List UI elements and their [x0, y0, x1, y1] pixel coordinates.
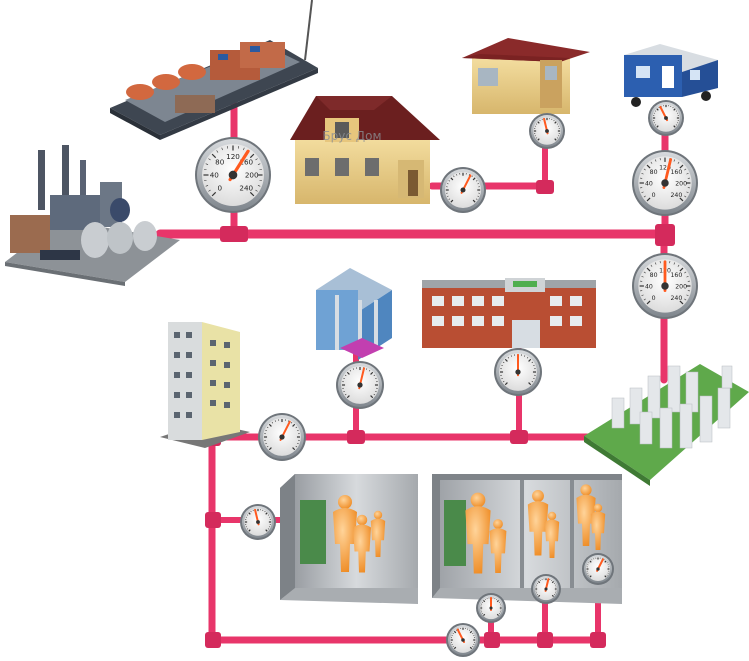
city-district-icon	[584, 364, 749, 486]
gauge-scale-label: 120	[226, 152, 240, 161]
school-building-icon	[422, 278, 596, 348]
garden-house-icon	[462, 38, 590, 114]
cottage-icon: Брус Дом	[290, 96, 440, 204]
gauge-scale-label: 200	[245, 171, 259, 180]
gauge-scale-label: 40	[645, 284, 653, 291]
family-member-icon	[527, 490, 549, 556]
family-member-icon	[544, 511, 560, 558]
family-member-icon	[590, 503, 606, 550]
gauge-icon	[476, 593, 506, 623]
gauge-icon	[258, 413, 306, 461]
door-icon	[444, 500, 466, 566]
pipe-joint	[655, 224, 675, 246]
families	[333, 484, 606, 574]
pipe-joint	[536, 180, 554, 194]
gauge-icon	[648, 100, 684, 136]
gauge-scale-label: 0	[652, 192, 656, 199]
gauge-scale-label: 80	[650, 169, 658, 176]
pipe-joint	[537, 632, 553, 648]
family-member-icon	[333, 495, 357, 572]
gauge-icon	[582, 553, 614, 585]
pipe-joint	[484, 632, 500, 648]
refinery-icon	[5, 145, 180, 286]
pipe-joint	[347, 430, 365, 444]
gauge-scale-label: 240	[239, 184, 253, 193]
gauge-icon	[336, 361, 384, 409]
oil-platform-icon	[110, 0, 318, 140]
gauge-scale-label: 160	[670, 169, 682, 176]
gauge-scale-label: 120	[659, 164, 671, 171]
pipe-joint	[205, 632, 221, 648]
gauge-scale-label: 0	[217, 184, 222, 193]
family-member-icon	[465, 492, 491, 574]
office-building-icon	[316, 268, 392, 360]
gauge-scale-label: 240	[670, 192, 682, 199]
gauge-icon	[440, 167, 486, 213]
pipe-joint	[220, 226, 248, 242]
gauge-scale-label: 200	[675, 284, 687, 291]
gauge-scale-label: 80	[650, 272, 658, 279]
pipe-joint	[510, 430, 528, 444]
gauge-scale-label: 80	[215, 157, 225, 166]
pipe-joint	[205, 512, 221, 528]
gauge-icon	[240, 504, 276, 540]
gauge-scale-label: 160	[670, 272, 682, 279]
apartment-right	[432, 474, 622, 604]
gauge-icon	[494, 348, 542, 396]
gauge-scale-label: 160	[239, 157, 253, 166]
family-member-icon	[489, 519, 507, 573]
door-icon	[300, 500, 326, 564]
gauge-icon	[531, 574, 561, 604]
gauge-scale-label: 200	[675, 181, 687, 188]
family-member-icon	[353, 514, 371, 573]
gauge-icon	[529, 113, 565, 149]
gauge-scale-label: 40	[645, 181, 653, 188]
gauge-scale-label: 240	[670, 295, 682, 302]
cottage-sign: Брус Дом	[322, 129, 381, 143]
gauge-scale-label: 40	[210, 171, 220, 180]
pipe-joint	[590, 632, 606, 648]
family-member-icon	[576, 484, 596, 546]
family-member-icon	[370, 510, 386, 557]
cabin-trailer-icon	[624, 44, 718, 107]
gauge-icon	[446, 623, 480, 657]
gauge-scale-label: 0	[652, 295, 656, 302]
residential-tower-icon	[160, 322, 250, 448]
